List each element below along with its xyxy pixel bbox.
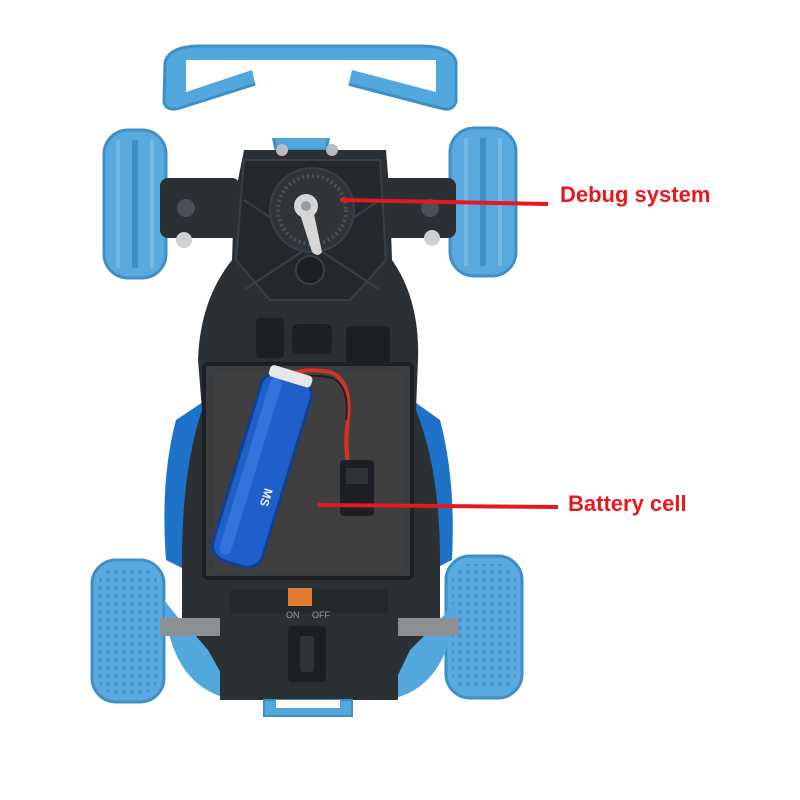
switch-off-label: OFF xyxy=(312,610,330,620)
steering-servo xyxy=(269,167,355,255)
callout-line-debug xyxy=(339,198,549,206)
label-debug-system: Debug system xyxy=(560,182,711,207)
rear-left-tire xyxy=(90,558,166,704)
spoiler xyxy=(162,44,458,152)
label-battery-cell: Battery cell xyxy=(568,491,687,516)
rear-section: ON OFF xyxy=(160,580,458,717)
battery-cell: MS xyxy=(210,365,314,569)
front-left-tire xyxy=(102,128,168,280)
battery-print: MS xyxy=(257,487,276,508)
switch-on-label: ON xyxy=(286,610,300,620)
callout-line-battery xyxy=(317,503,559,509)
callout-lines xyxy=(317,198,559,509)
battery-wire xyxy=(276,368,374,516)
rear-right-tire xyxy=(444,554,524,700)
